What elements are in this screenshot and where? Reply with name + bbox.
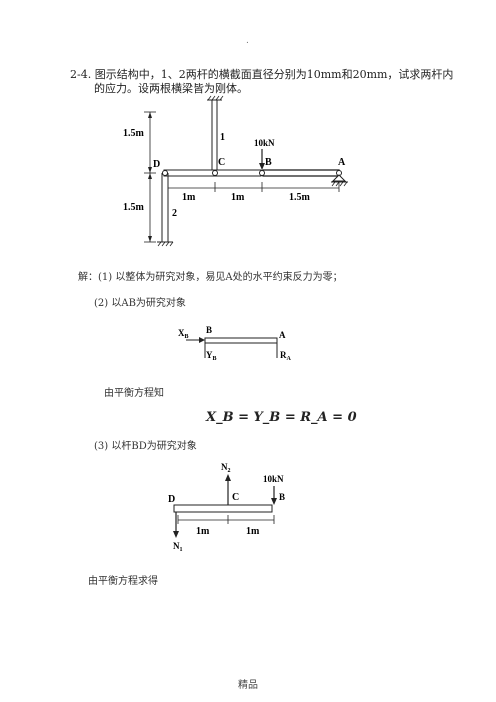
problem-line-2: 的应力。设两根横梁皆为刚体。 xyxy=(94,82,248,95)
problem-line-1: 2-4. 图示结构中，1、2两杆的横截面直径分别为10mm和20mm，试求两杆内 xyxy=(70,68,453,82)
n2-label: N2 xyxy=(221,462,231,474)
span-2-label: 1m xyxy=(231,192,245,203)
fbd-span-1-label: 1m xyxy=(196,526,210,537)
fbd-bd-c-label: C xyxy=(232,492,239,503)
fbd-span-2-label: 1m xyxy=(246,526,260,537)
dim-bottom-label: 1.5m xyxy=(123,202,145,213)
pin-b xyxy=(259,170,265,176)
fbd-bd-b-label: B xyxy=(279,492,285,502)
dim-arrow-top xyxy=(148,112,152,118)
fbd-ab-b-label: B xyxy=(206,325,212,335)
load-label: 10kN xyxy=(254,138,275,148)
pin-d xyxy=(162,170,168,176)
load-arrow-head xyxy=(259,163,265,170)
solution-step-1: 解：(1) 以整体为研究对象，易见A处的水平约束反力为零； xyxy=(78,272,343,283)
span-3-label: 1.5m xyxy=(289,192,311,203)
problem-text-1: 图示结构中，1、2两杆的横截面直径分别为10mm和20mm，试求两杆内 xyxy=(94,68,454,81)
pin-c xyxy=(212,170,218,176)
rod-2-label: 2 xyxy=(172,208,177,219)
support-a-hatch xyxy=(331,181,348,187)
yb-label: YB xyxy=(206,350,217,362)
span-1-label: 1m xyxy=(182,192,196,203)
page-marker: . xyxy=(246,36,249,46)
point-a-label: A xyxy=(338,157,346,168)
point-d-label: D xyxy=(153,159,160,170)
footer: 精品 xyxy=(238,680,258,691)
solution-from-eq-2: 由平衡方程求得 xyxy=(88,576,158,587)
solution-from-eq: 由平衡方程知 xyxy=(104,388,164,399)
xb-label: XB xyxy=(178,328,189,340)
n1-label: N1 xyxy=(173,541,183,553)
dim-arrow-mid-up xyxy=(148,167,152,173)
load2-label: 10kN xyxy=(263,474,284,484)
dim-top-label: 1.5m xyxy=(123,128,145,139)
beam-ba xyxy=(262,169,340,177)
ra-label: RA xyxy=(280,350,292,362)
fbd-ab-beam xyxy=(204,337,278,344)
solution-step-2: (2) 以AB为研究对象 xyxy=(94,298,186,309)
equilibrium-equation: X_B = Y_B = R_A = 0 xyxy=(206,410,357,425)
problem-number: 2-4. xyxy=(70,68,92,81)
support-a xyxy=(331,174,347,182)
point-c-label: C xyxy=(218,157,225,168)
solution-step-3: (3) 以杆BD为研究对象 xyxy=(94,441,197,452)
xb-arrow-head xyxy=(199,337,205,343)
fbd-bd-beam xyxy=(173,504,273,513)
load2-arrow-head xyxy=(271,498,277,505)
point-b-label: B xyxy=(265,157,272,168)
n1-arrow-head xyxy=(173,531,179,538)
dim-arrow-mid-down xyxy=(148,173,152,179)
rod-1-hatch xyxy=(207,95,224,101)
fbd-ab-a-label: A xyxy=(279,330,286,340)
fbd-bd-d-label: D xyxy=(168,494,175,505)
rod-2-hatch xyxy=(157,241,174,247)
rod-1-label: 1 xyxy=(220,132,225,143)
dim-arrow-bottom xyxy=(148,236,152,242)
n2-arrow-head xyxy=(225,474,231,481)
